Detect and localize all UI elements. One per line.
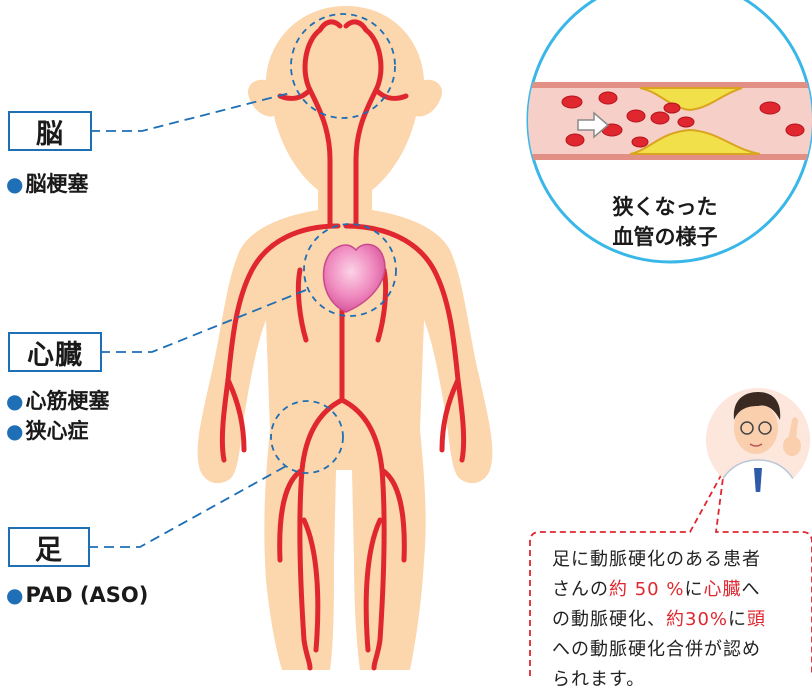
- brain-focus-circle: [290, 13, 396, 119]
- human-body: [197, 6, 493, 670]
- bullet-icon: ●: [6, 583, 24, 607]
- illustration: [88, 0, 812, 676]
- heart-label: 心臓: [27, 339, 83, 371]
- note-text-segment: さんの: [552, 579, 609, 600]
- note-highlight-head-percent: 約30%: [666, 609, 729, 630]
- note-line-4: への動脈硬化合併が認め: [552, 639, 761, 660]
- blood-cells: [561, 91, 805, 148]
- leg-leader-line: [88, 464, 289, 548]
- plaque-bottom: [629, 128, 761, 155]
- body-silhouette: [197, 6, 493, 670]
- note-line-2: さんの約 50 %に心臓へ: [552, 575, 802, 605]
- bullet-icon: ●: [6, 172, 24, 196]
- heart-leader-line: [100, 289, 307, 353]
- inset-caption: 狭くなった 血管の様子: [590, 192, 740, 252]
- flow-arrow-icon: [577, 111, 610, 139]
- plaque-top: [639, 87, 743, 112]
- leg-label-box: 足: [8, 527, 90, 567]
- note-line-1: 足に動脈硬化のある患者: [552, 549, 761, 570]
- note-line-3: の動脈硬化、約30%に頭: [552, 605, 802, 635]
- heart-organ: [322, 243, 386, 313]
- note-text: 足に動脈硬化のある患者 さんの約 50 %に心臓へ の動脈硬化、約30%に頭 へ…: [552, 545, 802, 695]
- note-text-segment: へ: [741, 579, 761, 600]
- note-highlight-heart-percent: 約 50 %: [609, 579, 685, 600]
- brain-label: 脳: [36, 118, 64, 150]
- bullet-icon: ●: [6, 389, 24, 413]
- focus-circles: [270, 13, 397, 474]
- leg-disease-list: ●PAD (ASO): [6, 583, 148, 607]
- note-highlight-heart: 心臓: [703, 579, 742, 600]
- heart-label-box: 心臓: [8, 332, 102, 372]
- leader-lines: [88, 92, 307, 548]
- disease-cerebral-infarction: 脳梗塞: [25, 172, 89, 196]
- disease-pad: PAD (ASO): [25, 583, 149, 607]
- brain-leader-line: [90, 92, 291, 132]
- heart-focus-circle: [303, 223, 397, 317]
- note-text-segment: に: [684, 579, 704, 600]
- brain-label-box: 脳: [8, 111, 92, 151]
- inset-narrowed-vessel: [526, 0, 812, 264]
- brain-disease-list: ●脳梗塞: [6, 168, 88, 198]
- disease-myocardial-infarction: 心筋梗塞: [25, 389, 110, 413]
- bullet-icon: ●: [6, 419, 24, 443]
- note-text-segment: に: [728, 609, 748, 630]
- note-line-5: られます。: [552, 669, 646, 690]
- heart-disease-list: ●心筋梗塞 ●狭心症: [6, 386, 109, 446]
- leg-label: 足: [35, 534, 63, 566]
- disease-angina: 狭心症: [25, 419, 89, 443]
- inset-caption-line2: 血管の様子: [612, 225, 718, 249]
- note-highlight-head: 頭: [747, 609, 767, 630]
- leg-focus-circle: [270, 400, 344, 474]
- inset-caption-line1: 狭くなった: [612, 195, 718, 219]
- note-text-segment: の動脈硬化、: [552, 609, 666, 630]
